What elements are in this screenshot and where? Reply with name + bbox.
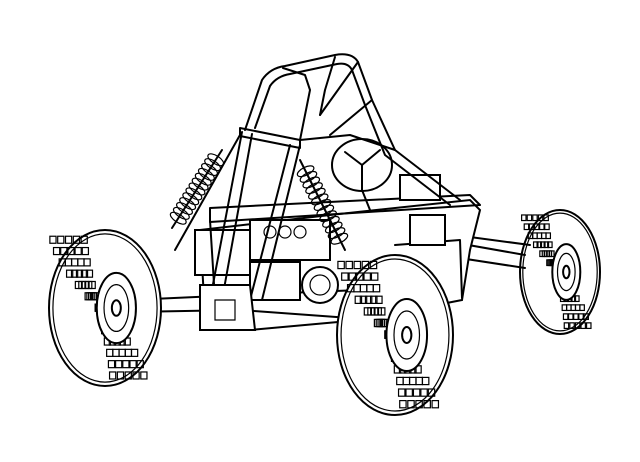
front-right-wheel [336, 254, 454, 416]
left-shock-absorber [169, 149, 225, 229]
rear-right-wheel [519, 209, 601, 335]
roll-cage [174, 53, 461, 301]
front-left-wheel [48, 229, 162, 387]
front-plate [199, 284, 257, 331]
right-shock-absorber [296, 159, 349, 251]
